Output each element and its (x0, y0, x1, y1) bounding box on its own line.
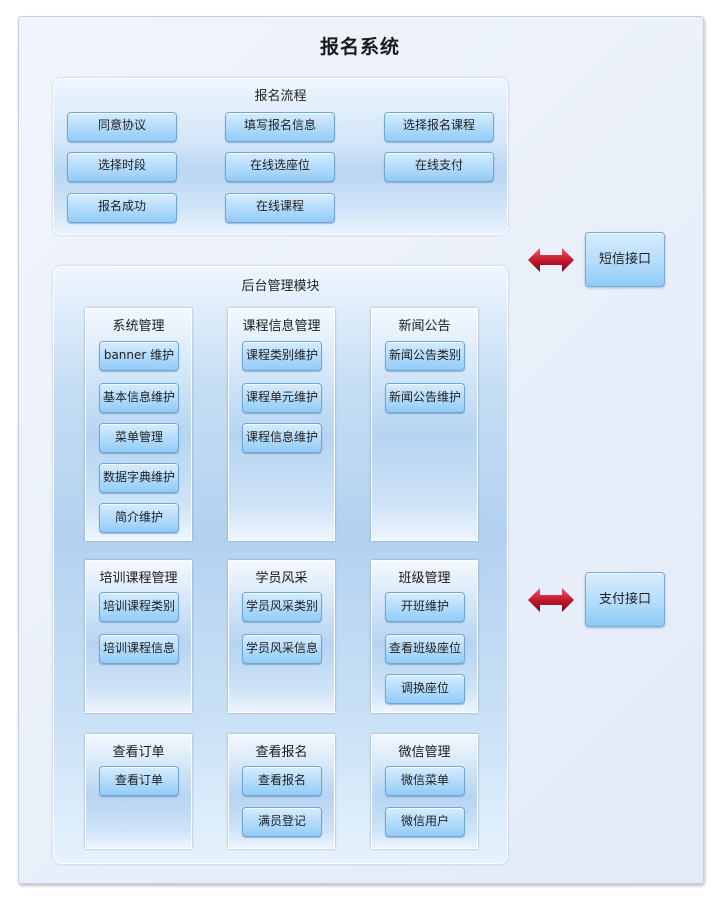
module-view-orders: 查看订单 查看订单 (85, 734, 192, 849)
module-title: 培训课程管理 (99, 571, 178, 586)
module-item[interactable]: 查看班级座位 (385, 634, 465, 664)
admin-module-panel: 后台管理模块 系统管理 banner 维护 基本信息维护 菜单管理 数据字典维护… (53, 266, 508, 864)
flow-step-pay-online[interactable]: 在线支付 (384, 152, 494, 182)
sms-interface-button[interactable]: 短信接口 (585, 232, 665, 287)
module-item[interactable]: 查看报名 (242, 766, 322, 796)
flow-title: 报名流程 (254, 89, 307, 104)
flow-step-select-time[interactable]: 选择时段 (67, 152, 177, 182)
flow-step-success[interactable]: 报名成功 (67, 193, 177, 223)
module-item[interactable]: 调换座位 (385, 674, 465, 704)
module-item[interactable]: 满员登记 (242, 807, 322, 837)
module-item[interactable]: 学员风采信息 (242, 634, 322, 664)
module-item[interactable]: 数据字典维护 (99, 463, 179, 493)
module-title: 系统管理 (112, 319, 165, 334)
module-title: 微信管理 (398, 745, 451, 760)
module-class-management: 班级管理 开班维护 查看班级座位 调换座位 (371, 560, 478, 713)
module-item[interactable]: 课程单元维护 (242, 383, 322, 413)
module-title: 查看订单 (112, 745, 165, 760)
module-course-info-management: 课程信息管理 课程类别维护 课程单元维护 课程信息维护 (228, 308, 335, 541)
flow-step-fill-info[interactable]: 填写报名信息 (225, 112, 335, 142)
module-title: 新闻公告 (398, 319, 451, 334)
module-item[interactable]: 学员风采类别 (242, 592, 322, 622)
module-title: 学员风采 (255, 571, 308, 586)
flow-step-select-course[interactable]: 选择报名课程 (384, 112, 494, 142)
module-item[interactable]: 课程类别维护 (242, 341, 322, 371)
module-item[interactable]: 培训课程信息 (99, 634, 179, 664)
module-item[interactable]: 新闻公告类别 (385, 341, 465, 371)
module-student-showcase: 学员风采 学员风采类别 学员风采信息 (228, 560, 335, 713)
module-wechat-management: 微信管理 微信菜单 微信用户 (371, 734, 478, 849)
module-item[interactable]: 菜单管理 (99, 423, 179, 453)
payment-interface-button[interactable]: 支付接口 (585, 572, 665, 627)
module-item[interactable]: 微信菜单 (385, 766, 465, 796)
module-item[interactable]: 课程信息维护 (242, 423, 322, 453)
module-item[interactable]: 基本信息维护 (99, 383, 179, 413)
module-item[interactable]: 培训课程类别 (99, 592, 179, 622)
module-news-announcements: 新闻公告 新闻公告类别 新闻公告维护 (371, 308, 478, 541)
admin-title: 后台管理模块 (241, 279, 320, 294)
flow-step-online-course[interactable]: 在线课程 (225, 193, 335, 223)
module-item[interactable]: 查看订单 (99, 766, 179, 796)
module-item[interactable]: 新闻公告维护 (385, 383, 465, 413)
module-system-management: 系统管理 banner 维护 基本信息维护 菜单管理 数据字典维护 简介维护 (85, 308, 192, 541)
module-training-course-management: 培训课程管理 培训课程类别 培训课程信息 (85, 560, 192, 713)
module-item[interactable]: 微信用户 (385, 807, 465, 837)
flow-step-select-seat[interactable]: 在线选座位 (225, 152, 335, 182)
registration-flow-panel: 报名流程 同意协议 填写报名信息 选择报名课程 选择时段 在线选座位 在线支付 … (53, 78, 508, 235)
module-item[interactable]: banner 维护 (99, 341, 179, 371)
module-title: 查看报名 (255, 745, 308, 760)
module-item[interactable]: 开班维护 (385, 592, 465, 622)
bidirectional-arrow-icon (528, 588, 574, 612)
page-title: 报名系统 (319, 36, 400, 58)
module-view-registrations: 查看报名 查看报名 满员登记 (228, 734, 335, 849)
module-title: 班级管理 (398, 571, 451, 586)
flow-step-agree-terms[interactable]: 同意协议 (67, 112, 177, 142)
module-title: 课程信息管理 (242, 319, 321, 334)
bidirectional-arrow-icon (528, 248, 574, 272)
module-item[interactable]: 简介维护 (99, 503, 179, 533)
